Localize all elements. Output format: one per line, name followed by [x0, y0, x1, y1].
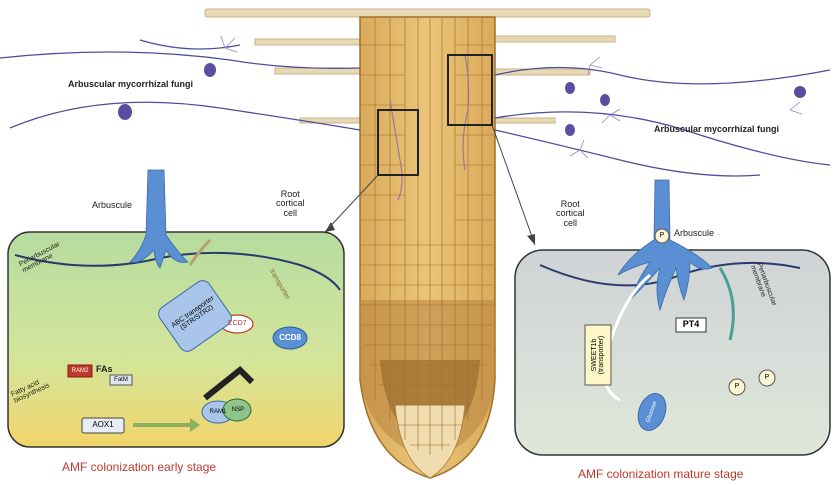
root	[360, 17, 495, 478]
pt4-label: PT4	[676, 318, 706, 332]
caption-right: AMF colonization mature stage	[578, 467, 743, 481]
nsp-label: NSP	[225, 403, 251, 417]
right-panel	[515, 250, 830, 455]
p-label-2: P	[759, 371, 775, 385]
arbuscule-left	[130, 170, 188, 268]
aox-label: AOX1	[82, 418, 124, 433]
connector-right	[492, 125, 535, 245]
caption-left: AMF colonization early stage	[62, 460, 216, 474]
p-label-1: P	[729, 380, 745, 394]
ram2-label: RAM2	[68, 365, 92, 377]
arbuscule-label-right: Arbuscule	[674, 228, 714, 238]
root-cortical-label-right: Root cortical cell	[556, 200, 585, 228]
fas-label: FAs	[96, 364, 113, 374]
sweet-box-label: SWEET1b (transporter)	[588, 325, 608, 385]
p-label-top: P	[655, 229, 669, 243]
arbuscule-label-left: Arbuscule	[92, 200, 132, 210]
root-cortical-label-left: Root cortical cell	[276, 190, 305, 218]
amf-label-left: Arbuscular mycorrhizal fungi	[68, 79, 193, 89]
ccd8-label: CCD8	[275, 331, 305, 345]
connector-right-arrow	[527, 234, 535, 245]
amf-label-right: Arbuscular mycorrhizal fungi	[654, 124, 779, 134]
fatm-label: FatM	[110, 375, 132, 385]
ccd7-label: CCD7	[224, 318, 250, 330]
